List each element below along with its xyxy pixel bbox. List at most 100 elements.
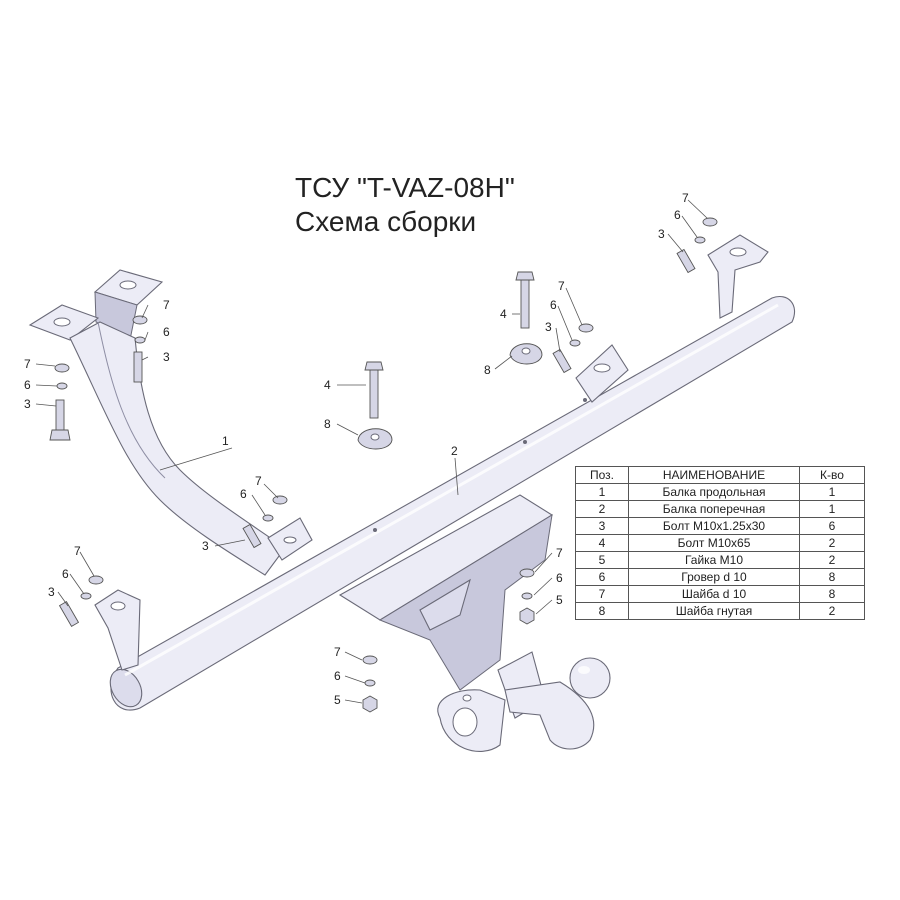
spring-washer-icon xyxy=(56,382,68,390)
cell-name: Гровер d 10 xyxy=(628,568,800,586)
callout-8: 8 xyxy=(484,363,491,377)
bolt-m10x30-icon xyxy=(58,600,80,628)
callout-7: 7 xyxy=(556,546,563,560)
table-row: 5 Гайка М10 2 xyxy=(575,551,865,569)
cell-name: Балка поперечная xyxy=(628,500,800,518)
nut-m10-icon xyxy=(362,695,378,713)
table-row: 3 Болт М10х1.25х30 6 xyxy=(575,517,865,535)
cell-position: 2 xyxy=(575,500,629,518)
table-row: 8 Шайба гнутая 2 xyxy=(575,602,865,620)
callout-3: 3 xyxy=(48,585,55,599)
washer-icon xyxy=(132,315,148,325)
table-row: 7 Шайба d 10 8 xyxy=(575,585,865,603)
callout-6: 6 xyxy=(556,571,563,585)
cell-name: Болт М10х65 xyxy=(628,534,800,552)
callout-4: 4 xyxy=(500,307,507,321)
bolt-m10x65-icon xyxy=(369,367,379,419)
callout-7: 7 xyxy=(74,544,81,558)
cell-name: Шайба d 10 xyxy=(628,585,800,603)
washer-icon xyxy=(362,655,378,665)
cell-quantity: 8 xyxy=(799,585,865,603)
callout-7: 7 xyxy=(163,298,170,312)
callout-6: 6 xyxy=(674,208,681,222)
cell-quantity: 6 xyxy=(799,517,865,535)
diagram-subtitle: Схема сборки xyxy=(295,206,477,237)
table-row: 2 Балка поперечная 1 xyxy=(575,500,865,518)
spring-washer-icon xyxy=(364,679,376,687)
cell-quantity: 2 xyxy=(799,602,865,620)
spring-washer-icon xyxy=(569,339,581,347)
bolt-m10x30-icon xyxy=(676,248,696,274)
cell-position: 7 xyxy=(575,585,629,603)
washer-icon xyxy=(88,575,104,585)
cell-quantity: 8 xyxy=(799,568,865,586)
leader-lines xyxy=(35,199,708,704)
callout-5: 5 xyxy=(334,693,341,707)
callout-7: 7 xyxy=(558,279,565,293)
spring-washer-icon xyxy=(521,592,533,600)
cell-position: 3 xyxy=(575,517,629,535)
callout-7: 7 xyxy=(24,357,31,371)
spring-washer-icon xyxy=(262,514,274,522)
column-header-position: Поз. xyxy=(575,466,629,484)
bolt-m10x30-icon xyxy=(55,399,65,433)
bolt-m10x30-icon xyxy=(552,348,572,374)
callout-2: 2 xyxy=(451,444,458,458)
longitudinal-beam xyxy=(28,269,313,576)
callout-6: 6 xyxy=(24,378,31,392)
callout-7: 7 xyxy=(255,474,262,488)
cell-position: 4 xyxy=(575,534,629,552)
hardware xyxy=(49,217,718,713)
callout-6: 6 xyxy=(62,567,69,581)
washer-icon xyxy=(272,495,288,505)
bolt-m10x30-icon xyxy=(133,351,143,383)
callout-3: 3 xyxy=(202,539,209,553)
bolt-m10x30-icon xyxy=(242,523,262,549)
table-header-row: Поз. НАИМЕНОВАНИЕ К-во xyxy=(575,466,865,484)
bolt-m10x65-icon xyxy=(520,277,530,329)
callout-3: 3 xyxy=(24,397,31,411)
callout-7: 7 xyxy=(334,645,341,659)
table-row: 6 Гровер d 10 8 xyxy=(575,568,865,586)
cell-name: Гайка М10 xyxy=(628,551,800,569)
cell-name: Шайба гнутая xyxy=(628,602,800,620)
cell-position: 8 xyxy=(575,602,629,620)
callout-1: 1 xyxy=(222,434,229,448)
callout-3: 3 xyxy=(545,320,552,334)
spring-washer-icon xyxy=(694,236,706,244)
cell-position: 6 xyxy=(575,568,629,586)
cell-name: Болт М10х1.25х30 xyxy=(628,517,800,535)
spring-washer-icon xyxy=(134,336,146,344)
cell-quantity: 1 xyxy=(799,500,865,518)
cell-quantity: 1 xyxy=(799,483,865,501)
washer-icon xyxy=(578,323,594,333)
nut-m10-icon xyxy=(519,607,535,625)
callout-6: 6 xyxy=(240,487,247,501)
washer-icon xyxy=(702,217,718,227)
column-header-name: НАИМЕНОВАНИЕ xyxy=(628,466,800,484)
washer-icon xyxy=(54,363,70,373)
cell-quantity: 2 xyxy=(799,534,865,552)
callout-8: 8 xyxy=(324,417,331,431)
callout-numbers: 1 2 4 8 4 8 7 6 3 7 6 3 7 6 3 7 6 3 7 6 … xyxy=(24,191,689,707)
table-row: 4 Болт М10х65 2 xyxy=(575,534,865,552)
callout-5: 5 xyxy=(556,593,563,607)
cell-quantity: 2 xyxy=(799,551,865,569)
tow-hitch-body xyxy=(338,494,611,753)
table-row: 1 Балка продольная 1 xyxy=(575,483,865,501)
cell-name: Балка продольная xyxy=(628,483,800,501)
washer-icon xyxy=(519,568,535,578)
diagram-title: ТСУ "T-VAZ-08H" xyxy=(295,172,515,203)
callout-6: 6 xyxy=(334,669,341,683)
spring-washer-icon xyxy=(80,592,92,600)
callout-6: 6 xyxy=(550,298,557,312)
column-header-quantity: К-во xyxy=(799,466,865,484)
cell-position: 1 xyxy=(575,483,629,501)
callout-7: 7 xyxy=(682,191,689,205)
parts-list-table: Поз. НАИМЕНОВАНИЕ К-во 1 Балка продольна… xyxy=(575,466,865,620)
cross-beam xyxy=(94,234,796,711)
callout-6: 6 xyxy=(163,325,170,339)
callout-3: 3 xyxy=(658,227,665,241)
